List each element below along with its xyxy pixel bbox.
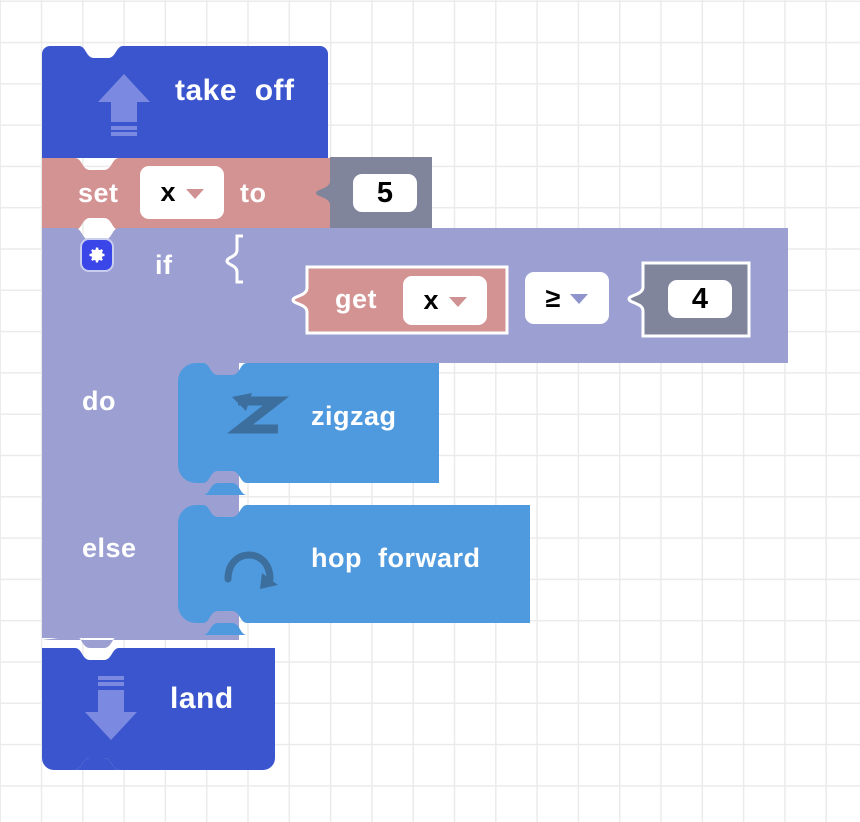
operator-dropdown[interactable]: ≥ <box>525 272 609 324</box>
block-number-5[interactable]: 5 <box>314 157 432 230</box>
gear-glyph <box>89 247 105 263</box>
variable-dropdown-get-x[interactable]: x <box>403 276 487 325</box>
number-value: 5 <box>376 176 394 209</box>
chevron-down-icon <box>185 188 204 199</box>
arrow-up-icon <box>98 74 150 136</box>
variable-dropdown-value: x <box>423 285 439 315</box>
variable-dropdown-value: x <box>160 177 176 207</box>
block-zigzag[interactable]: zigzag <box>178 363 439 495</box>
gear-icon[interactable] <box>80 238 114 272</box>
arrow-down-icon <box>85 676 137 740</box>
block-land[interactable]: land <box>42 648 275 770</box>
operator-value: ≥ <box>545 282 561 313</box>
number-input-5[interactable]: 5 <box>353 174 417 212</box>
block-take-off[interactable]: take off <box>42 46 328 158</box>
block-set-variable[interactable]: set x to 5 <box>42 157 432 230</box>
block-hop-forward[interactable]: hop forward <box>178 505 530 635</box>
condition-socket <box>225 234 243 284</box>
hop-arc-arrow-icon <box>224 551 278 589</box>
chevron-down-icon <box>570 294 589 304</box>
block-get-variable[interactable]: get x <box>291 265 509 335</box>
number-input-4[interactable]: 4 <box>668 280 732 318</box>
chevron-down-icon <box>448 296 467 307</box>
variable-dropdown-x[interactable]: x <box>140 166 224 219</box>
number-value: 4 <box>691 282 709 315</box>
zigzag-arrow-icon <box>226 393 290 434</box>
block-number-4[interactable]: 4 <box>627 261 751 338</box>
